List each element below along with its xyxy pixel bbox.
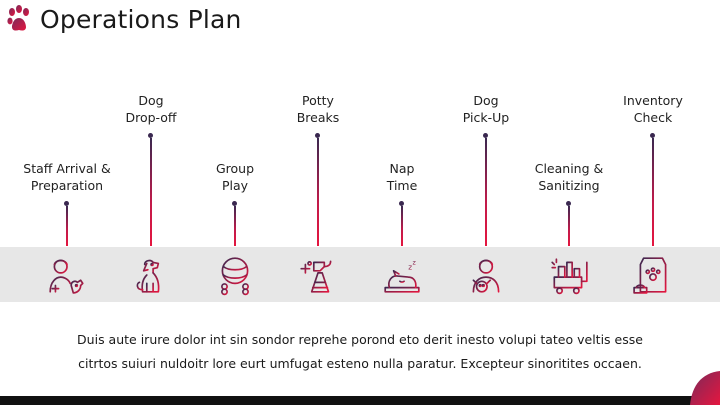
step-label-line-1: Group [215,161,255,176]
step-label-line-1: Dog [473,93,499,108]
step-label: Cleaning & Sanitizing [514,160,624,194]
step-label-line-2: Check [633,110,673,125]
svg-text:z: z [413,260,417,267]
corner-decoration [690,371,720,405]
description-line-1: Duis aute irure dolor int sin sondor rep… [77,332,643,347]
step-connector [485,138,487,246]
step-dot [650,133,655,138]
step-connector [317,138,319,246]
step-label-line-1: Dog [138,93,164,108]
step-dot [148,133,153,138]
step-dot [315,133,320,138]
step-label-line-2: Sanitizing [538,178,600,193]
step-connector [150,138,152,246]
step-label-line-1: Cleaning & [534,161,604,176]
svg-text:z: z [408,263,412,272]
step-label-line-1: Staff Arrival & [23,161,111,176]
step-dot [483,133,488,138]
step-connector [568,206,570,246]
ball-and-bone-icon [221,257,249,296]
bottom-bar [0,396,720,405]
step-dot [64,201,69,206]
step-label-line-2: Preparation [30,178,104,193]
step-dot [566,201,571,206]
step-label-line-1: Potty [302,93,334,108]
cleaning-cart-icon [551,258,588,295]
step-label-line-2: Time [386,178,418,193]
header: Operations Plan [6,4,242,34]
step-label-line-2: Pick-Up [462,110,510,125]
icon-band [0,247,720,302]
step-label-line-1: Inventory [623,93,683,108]
step-connector [66,206,68,246]
step-dot [399,201,404,206]
staff-with-dog-icon [49,259,84,294]
dog-food-bag-icon [633,257,667,294]
sitting-dog-icon [136,259,160,293]
step-label-line-1: Nap [389,161,415,176]
step-dot [232,201,237,206]
paw-icon [7,5,29,31]
step-connector [234,206,236,246]
potty-cone-icon [300,260,332,293]
step-label-line-2: Play [221,178,249,193]
step-label-line-2: Drop-off [125,110,177,125]
step-connector [401,206,403,246]
step-label: Staff Arrival & Preparation [12,160,122,194]
step-connector [652,138,654,246]
description-line-2: citrtos suiuri nuldoitr lore eurt umfuga… [78,356,642,371]
step-label-line-2: Breaks [296,110,340,125]
person-with-dog-icon [472,259,500,293]
description: Duis aute irure dolor int sin sondor rep… [0,328,720,376]
page-title: Operations Plan [40,4,242,34]
